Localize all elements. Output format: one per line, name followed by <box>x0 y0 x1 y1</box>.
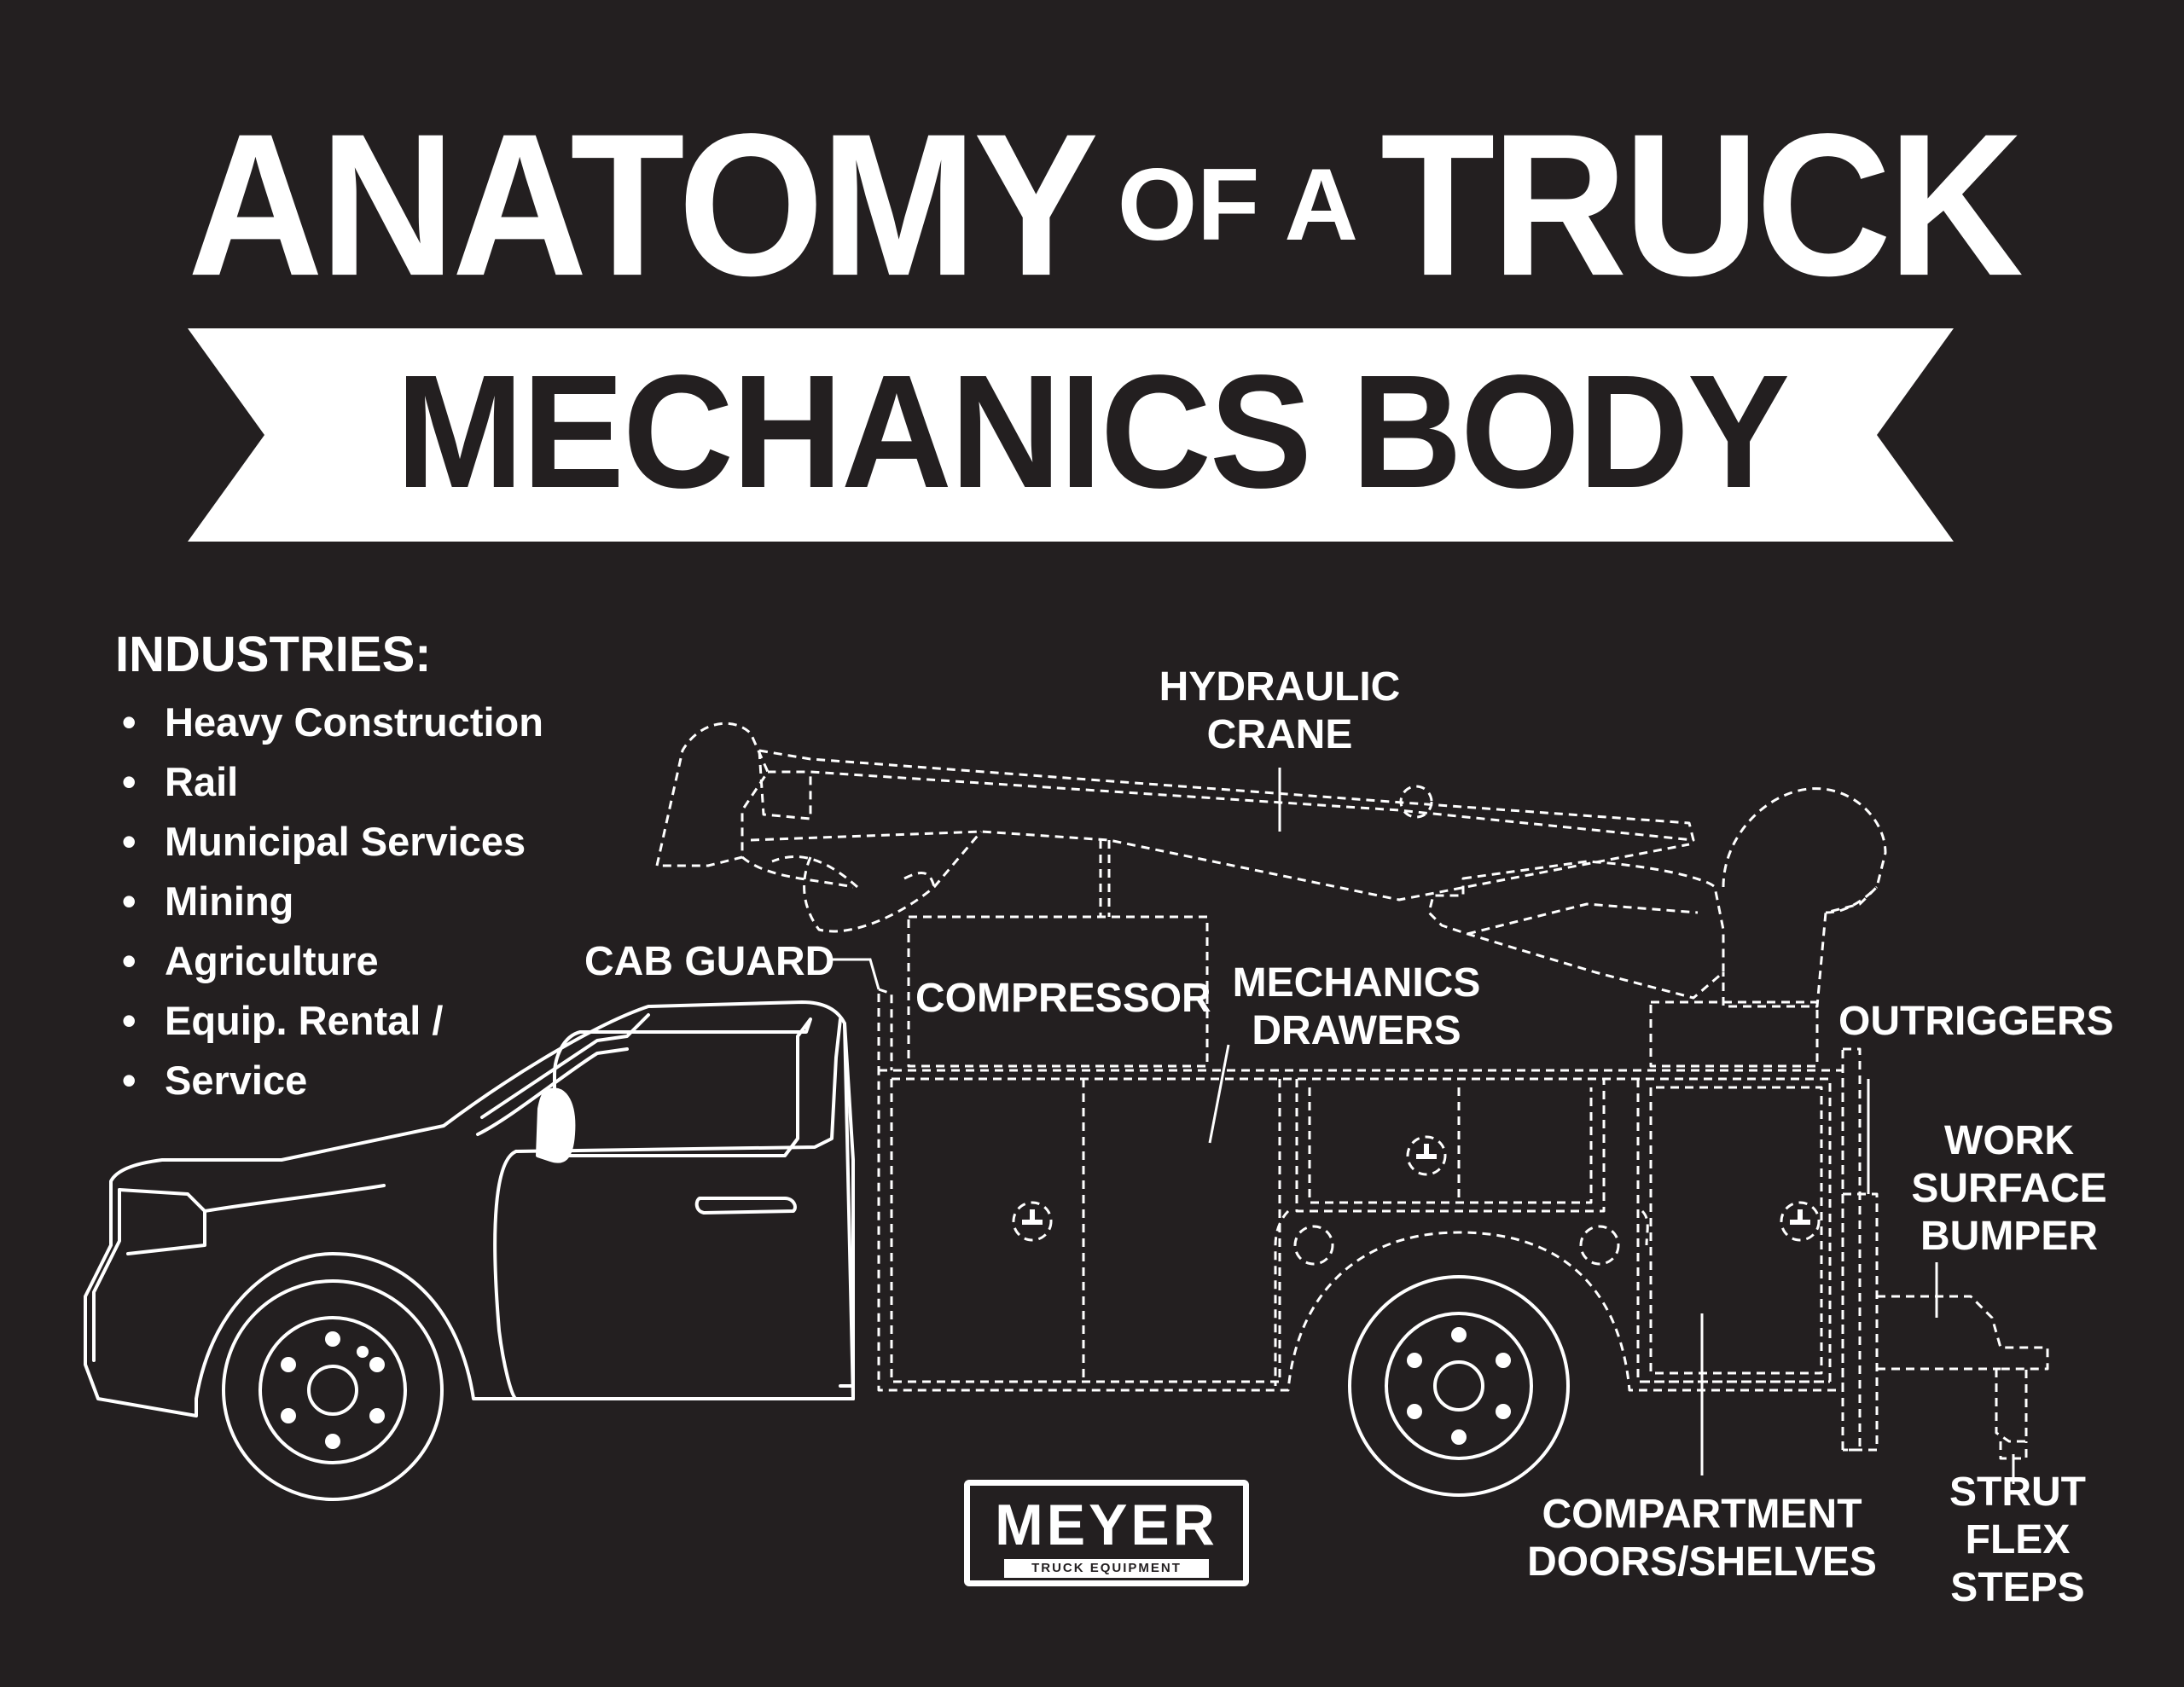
label-line: STEPS <box>1950 1565 2085 1610</box>
label-line: HYDRAULIC <box>1159 664 1401 710</box>
logo-tagline: TRUCK EQUIPMENT <box>1004 1559 1209 1578</box>
label-compartment-doors: COMPARTMENT DOORS/SHELVES <box>1523 1491 1881 1586</box>
service-body <box>877 915 2049 1460</box>
label-strut-flex-steps: STRUT FLEX STEPS <box>1932 1469 2103 1612</box>
label-line: MECHANICS <box>1232 960 1481 1006</box>
label-line: SURFACE <box>1911 1166 2107 1211</box>
rear-wheel <box>1348 1275 1570 1497</box>
side-mirror <box>536 1087 576 1163</box>
label-work-surface-bumper: WORK SURFACE BUMPER <box>1898 1117 2120 1261</box>
label-line: WORK <box>1944 1118 2074 1163</box>
industry-item: Municipal Services <box>115 812 543 872</box>
industry-item: Agriculture <box>115 931 543 991</box>
title-connector: OF A <box>1117 148 1359 262</box>
label-compressor: COMPRESSOR <box>915 976 1211 1021</box>
industry-item: Rail <box>115 752 543 812</box>
label-hydraulic-crane: HYDRAULIC CRANE <box>1143 664 1416 759</box>
label-line: COMPARTMENT <box>1542 1492 1862 1537</box>
industry-item: Mining <box>115 872 543 931</box>
meyer-logo: MEYER TRUCK EQUIPMENT <box>964 1480 1249 1586</box>
hydraulic-crane <box>655 722 1887 1008</box>
label-mechanics-drawers: MECHANICS DRAWERS <box>1220 959 1493 1055</box>
title-word-anatomy: ANATOMY <box>188 91 1099 318</box>
title-word-truck: TRUCK <box>1380 91 2024 318</box>
truck-cab <box>84 1000 855 1417</box>
banner-title: MECHANICS BODY <box>395 341 1790 522</box>
title-banner <box>188 328 1954 542</box>
industries-heading: INDUSTRIES: <box>115 627 432 682</box>
label-line: DOORS/SHELVES <box>1527 1539 1877 1585</box>
leader-lines <box>832 768 2015 1484</box>
industry-item: Service <box>115 1051 543 1110</box>
front-wheel <box>222 1279 444 1501</box>
industry-item: Heavy Construction <box>115 693 543 752</box>
label-line: BUMPER <box>1920 1214 2098 1259</box>
industries-list: Heavy Construction Rail Municipal Servic… <box>115 693 543 1110</box>
label-line: STRUT <box>1949 1470 2086 1515</box>
label-outriggers: OUTRIGGERS <box>1838 999 2114 1044</box>
label-cab-guard: CAB GUARD <box>584 939 835 984</box>
industry-item: Equip. Rental / <box>115 991 543 1051</box>
logo-name: MEYER <box>995 1493 1218 1557</box>
label-line: DRAWERS <box>1252 1008 1461 1053</box>
lug-nuts <box>281 1327 1511 1449</box>
label-line: CRANE <box>1206 712 1353 757</box>
label-line: FLEX <box>1965 1517 2071 1562</box>
knob-marks <box>1022 1144 1810 1225</box>
